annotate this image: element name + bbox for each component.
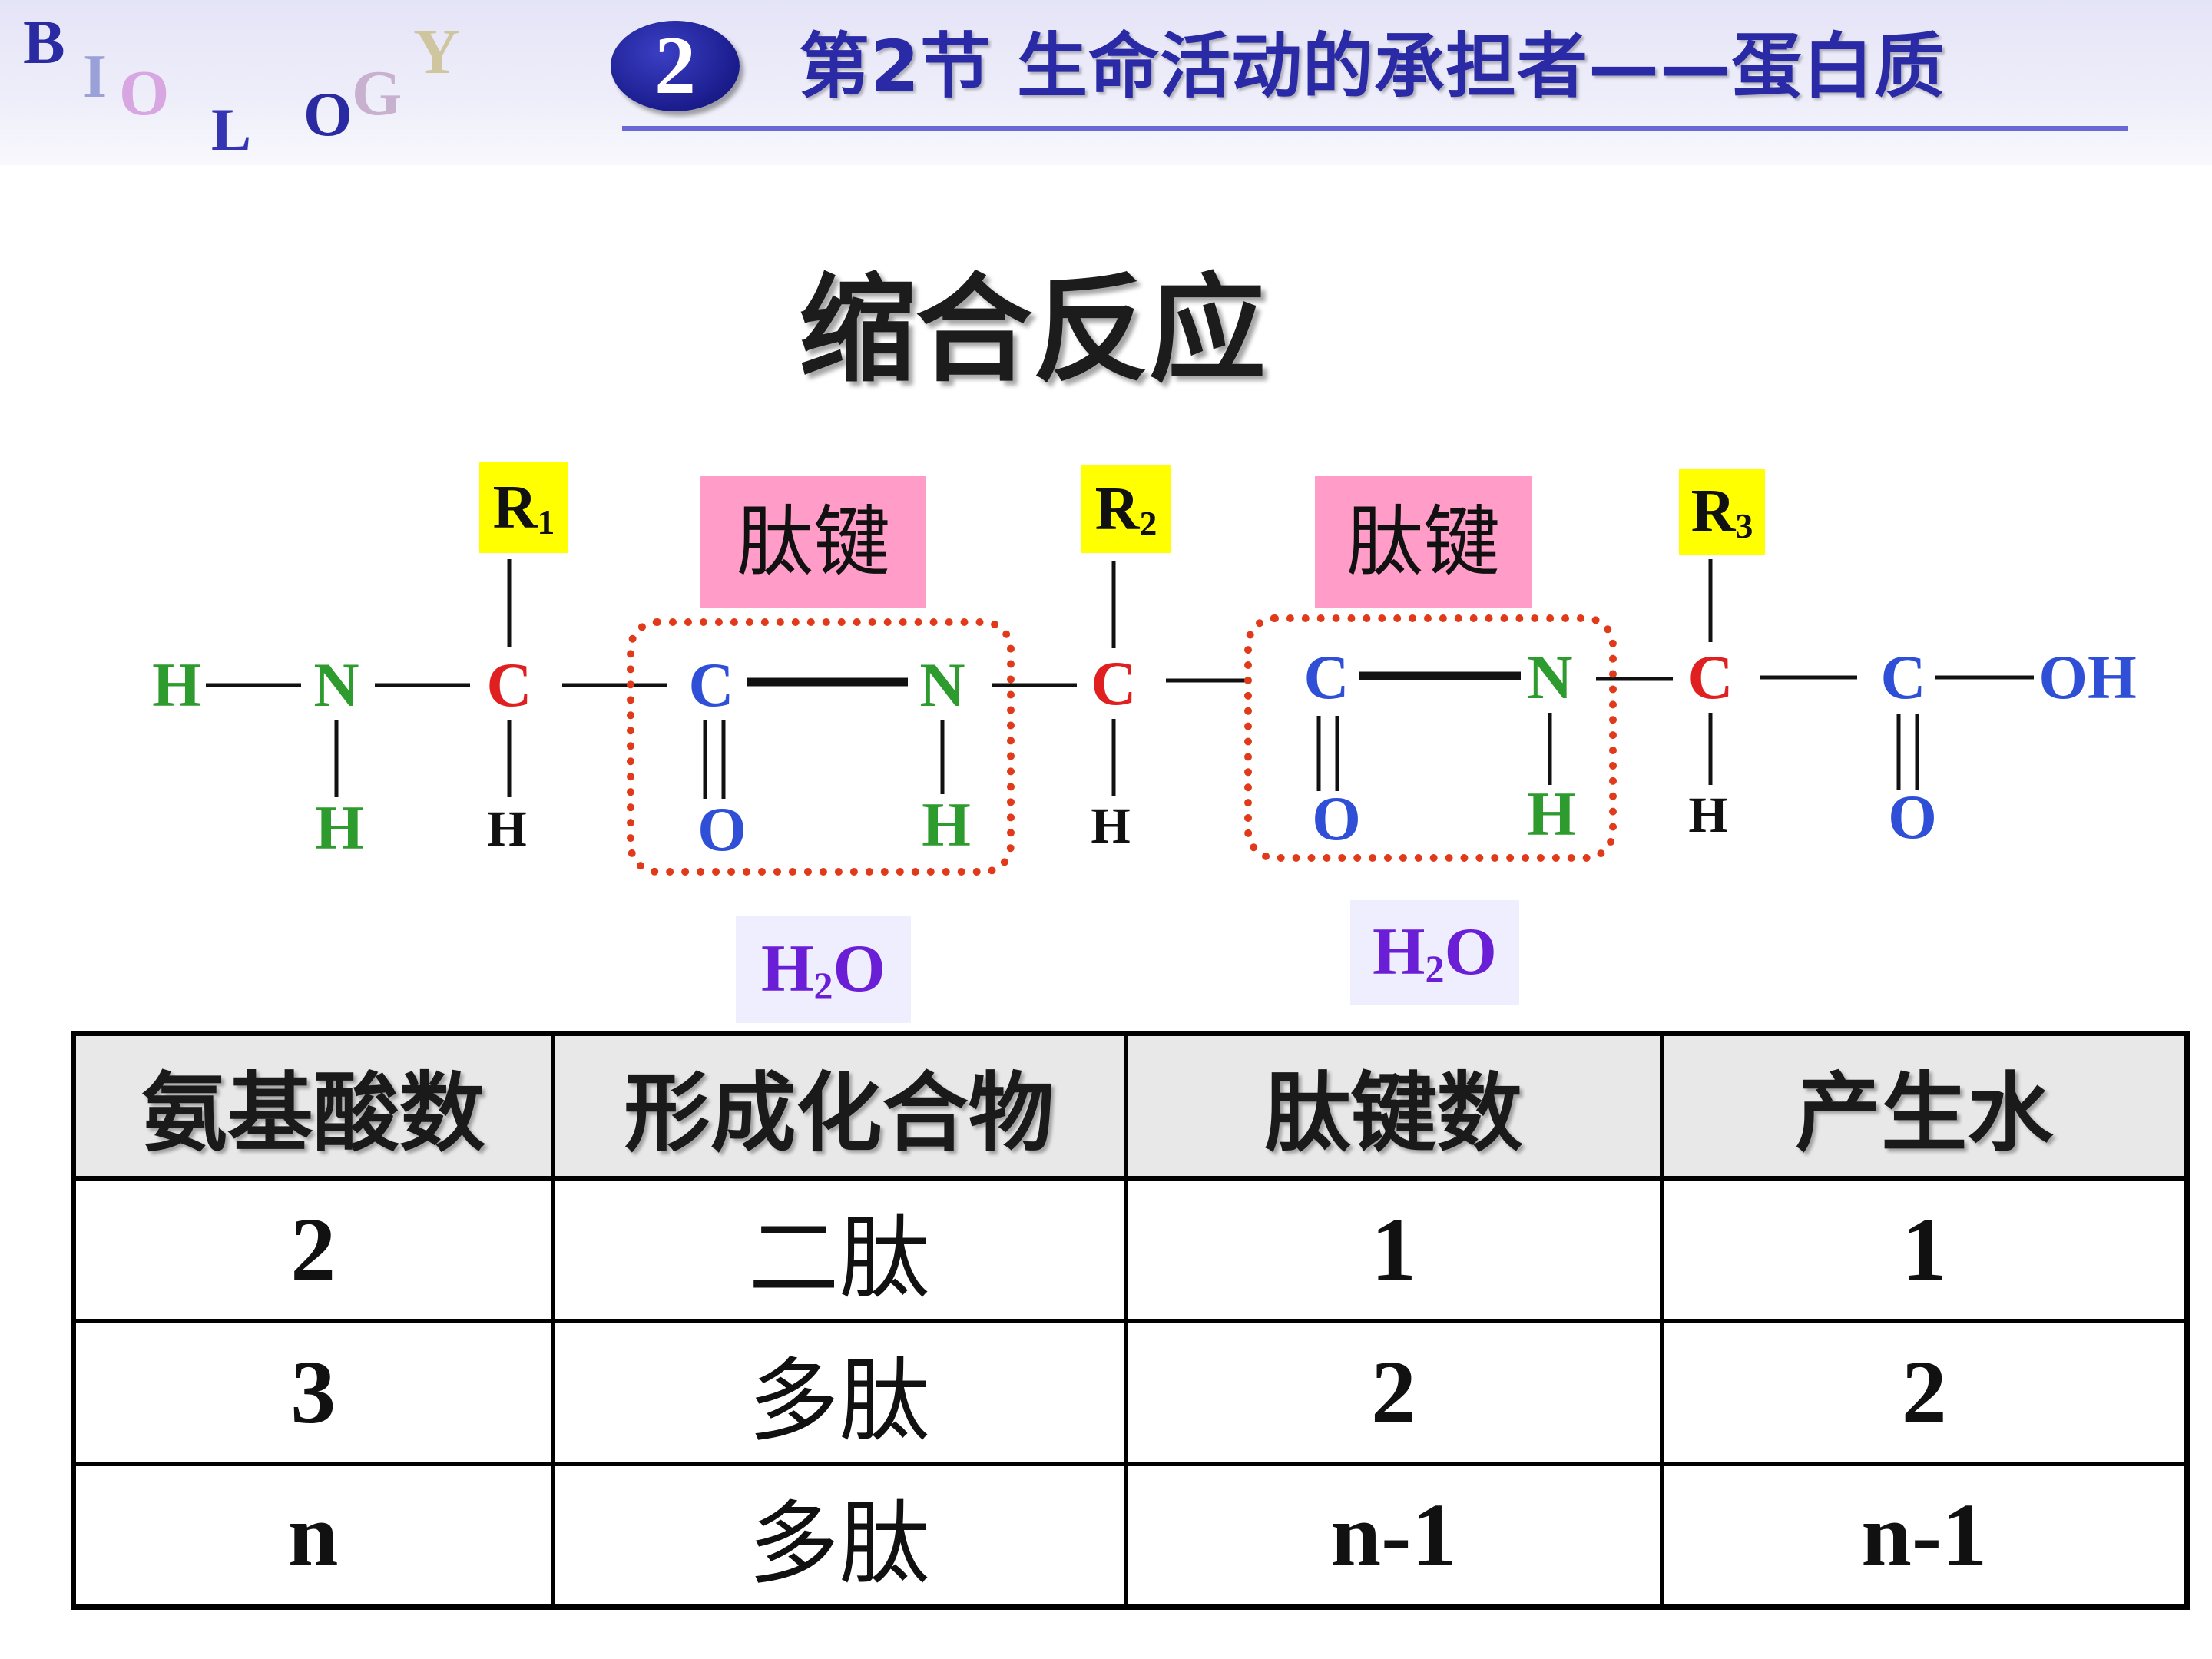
- cell-peptide-bonds: 2: [1123, 1319, 1664, 1466]
- atom-n-2: N: [919, 650, 965, 720]
- logo-letter-g: G: [352, 58, 402, 129]
- atom-c-carbonyl-3: C: [1880, 642, 1926, 712]
- peptide-bond-box-2: [1244, 614, 1617, 862]
- cell-amino-acids: 3: [71, 1319, 555, 1466]
- table-row-highlight: n 多肽 n-1 n-1: [71, 1462, 2190, 1610]
- cell-water: 1: [1659, 1176, 2190, 1323]
- summary-table: 氨基酸数 形成化合物 肽键数 产生水 2 二肽 1 1 3 多肽 2 2 n 多…: [71, 1031, 2190, 1610]
- logo-letter-o: O: [119, 58, 170, 129]
- logo-letter-i: I: [83, 43, 108, 111]
- atom-c-carbonyl-1: C: [688, 650, 734, 720]
- peptide-bond-label-1: 肽键: [700, 476, 926, 608]
- table-row: 3 多肽 2 2: [71, 1319, 2190, 1466]
- atom-n-1: N: [313, 650, 359, 720]
- cell-compound: 多肽: [550, 1462, 1128, 1610]
- cell-compound: 多肽: [550, 1319, 1128, 1466]
- header-water-produced: 产生水: [1659, 1031, 2190, 1181]
- atom-c-alpha-2: C: [1091, 648, 1137, 718]
- atom-o-carbonyl-1: O: [697, 794, 747, 864]
- atom-oh-terminal: OH: [2038, 642, 2137, 712]
- cell-amino-acids: 2: [71, 1176, 555, 1323]
- atom-h-amide-1: H: [922, 790, 971, 859]
- header-peptide-bond-count: 肽键数: [1123, 1031, 1664, 1181]
- logo-letter-y: Y: [413, 16, 460, 88]
- bond-lines: [206, 559, 2034, 799]
- atom-h-amino: H: [315, 793, 364, 863]
- logo-letter-l: L: [211, 96, 252, 163]
- atom-h-alpha-3: H: [1688, 787, 1728, 843]
- atom-c-alpha-3: C: [1687, 642, 1734, 712]
- atom-c-alpha-1: C: [486, 650, 532, 720]
- table-header-row: 氨基酸数 形成化合物 肽键数 产生水: [71, 1031, 2190, 1181]
- cell-peptide-bonds: n-1: [1123, 1462, 1664, 1610]
- cell-peptide-bonds: 1: [1123, 1176, 1664, 1323]
- cell-compound: 二肽: [550, 1176, 1128, 1323]
- cell-amino-acids: n: [71, 1462, 555, 1610]
- cell-water: 2: [1659, 1319, 2190, 1466]
- section-number-badge: 2: [611, 21, 740, 111]
- r2-label: R2: [1081, 465, 1171, 553]
- atom-n-3: N: [1527, 642, 1573, 712]
- atom-h-terminal: H: [152, 650, 201, 720]
- atom-o-carbonyl-2: O: [1312, 783, 1361, 853]
- water-label-1: H2O: [736, 916, 911, 1023]
- cell-water: n-1: [1659, 1462, 2190, 1610]
- header-compound: 形成化合物: [550, 1031, 1128, 1181]
- logo-letter-b: B: [23, 7, 65, 77]
- table-row: 2 二肽 1 1: [71, 1176, 2190, 1323]
- atom-h-alpha-1: H: [487, 801, 527, 857]
- water-label-2: H2O: [1350, 900, 1519, 1005]
- section-number: 2: [654, 20, 696, 111]
- logo-letter-o2: O: [303, 79, 353, 149]
- tripeptide-diagram: R1 R2 R3 肽键 肽键 H N C C N C C N C C OH H …: [0, 430, 2212, 1037]
- peptide-bond-box-1: [627, 618, 1015, 876]
- header-band: B I O L O G Y 2 第2节 生命活动的承担者——蛋白质: [0, 0, 2212, 165]
- r1-label: R1: [479, 462, 568, 553]
- header-amino-acid-count: 氨基酸数: [71, 1031, 555, 1181]
- atom-o-carbonyl-3: O: [1888, 782, 1937, 852]
- atom-h-alpha-2: H: [1091, 798, 1131, 854]
- main-title: 缩合反应: [799, 262, 1266, 398]
- peptide-bond-label-2: 肽键: [1315, 476, 1532, 608]
- atom-c-carbonyl-2: C: [1303, 642, 1349, 712]
- header-rule: [622, 126, 2128, 131]
- r3-label: R3: [1679, 469, 1765, 555]
- header-title: 第2节 生命活动的承担者——蛋白质: [799, 25, 1946, 108]
- atom-h-amide-2: H: [1527, 779, 1576, 849]
